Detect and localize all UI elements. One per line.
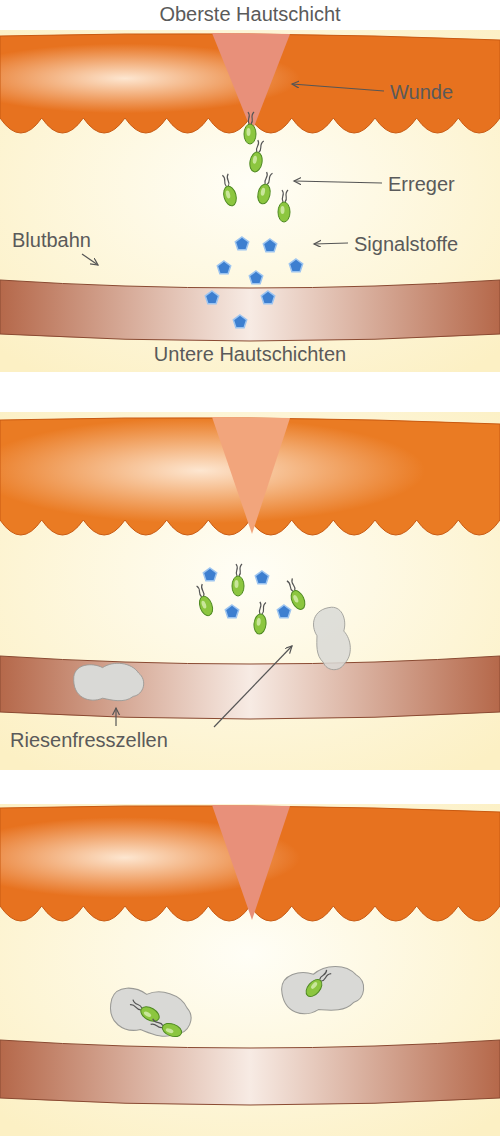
phagocyte <box>107 984 195 1041</box>
leader-line <box>294 181 382 183</box>
upper-skin-layer <box>0 34 500 133</box>
pathogen-body <box>256 183 272 205</box>
skin-ground <box>0 30 500 372</box>
pathogen-flagellum <box>236 564 242 576</box>
pathogen-flagellum <box>287 578 298 591</box>
pathogen-flagellum <box>264 172 272 185</box>
pathogen-body <box>253 614 267 635</box>
upper-skin-layer <box>0 418 500 535</box>
signal-molecule <box>289 259 302 272</box>
signal-molecule <box>217 261 230 274</box>
pathogen-highlight <box>165 1027 174 1033</box>
pathogen <box>219 173 239 207</box>
pathogen <box>256 171 274 205</box>
pathogen-highlight <box>256 618 261 626</box>
pathogen-highlight <box>235 580 239 588</box>
pathogen-highlight <box>281 206 285 214</box>
pathogen <box>253 602 268 635</box>
pathogen-highlight <box>201 600 207 609</box>
leader-line <box>82 254 98 265</box>
pathogen-highlight <box>252 155 257 164</box>
pathogen-flagellum <box>256 140 264 153</box>
pathogen <box>193 583 215 617</box>
pathogen-body <box>288 588 307 611</box>
pathogen <box>278 190 290 222</box>
label: Untere Hautschichten <box>154 342 346 366</box>
blood-vessel <box>0 1040 500 1105</box>
pathogen-flagellum <box>222 174 231 187</box>
pathogen <box>232 564 244 596</box>
pathogen-body <box>161 1021 184 1039</box>
signal-molecule <box>203 568 216 581</box>
phagocyte <box>310 605 354 672</box>
label: Riesenfresszellen <box>10 728 168 752</box>
pathogen-highlight <box>247 128 251 136</box>
signal-molecule <box>205 291 218 304</box>
pathogen-body <box>197 595 215 618</box>
pathogen <box>244 112 256 144</box>
pathogen-highlight <box>143 1011 152 1018</box>
pathogen-highlight <box>225 190 231 199</box>
pathogen-flagellum <box>259 602 266 614</box>
signal-molecule <box>235 237 248 250</box>
pathogen-body <box>248 151 263 173</box>
pathogen <box>303 967 333 999</box>
signal-molecule <box>233 315 246 328</box>
pathogen-highlight <box>260 187 266 196</box>
pathogen-flagellum <box>248 112 254 124</box>
wound <box>212 417 290 534</box>
pathogen <box>248 139 265 173</box>
leader-line <box>115 708 116 726</box>
label: Oberste Hautschicht <box>159 2 340 26</box>
leader-line <box>214 646 292 727</box>
leader-line <box>314 243 348 244</box>
signal-molecule <box>263 239 276 252</box>
label: Blutbahn <box>12 228 91 252</box>
blood-vessel <box>0 656 500 719</box>
label: Erreger <box>388 172 455 196</box>
skin-ground <box>0 804 500 1136</box>
pathogen-body <box>278 202 290 222</box>
leader-line <box>292 84 384 91</box>
skin-ground <box>0 412 500 770</box>
pathogen-highlight <box>292 594 299 603</box>
signal-molecule <box>249 271 262 284</box>
signal-molecule <box>225 605 238 618</box>
pathogen-body <box>138 1004 161 1024</box>
signal-molecule <box>277 605 290 618</box>
phagocyte <box>279 963 366 1018</box>
pathogen <box>149 1017 183 1039</box>
label: Signalstoffe <box>354 232 458 256</box>
upper-skin-layer <box>0 806 500 921</box>
pathogen <box>283 578 307 612</box>
pathogen-flagellum <box>197 584 207 597</box>
pathogen-body <box>303 976 325 999</box>
signal-molecule <box>261 291 274 304</box>
pathogen-highlight <box>310 981 318 990</box>
pathogen-body <box>222 185 239 207</box>
signal-molecule <box>255 571 268 584</box>
pathogen <box>128 998 162 1024</box>
label: Wunde <box>390 80 453 104</box>
phagocyte <box>74 663 144 700</box>
pathogen-body <box>232 576 244 596</box>
blood-vessel <box>0 280 500 341</box>
wound <box>212 805 290 920</box>
wound <box>212 33 290 132</box>
pathogen-body <box>244 124 256 144</box>
pathogen-flagellum <box>282 190 288 202</box>
